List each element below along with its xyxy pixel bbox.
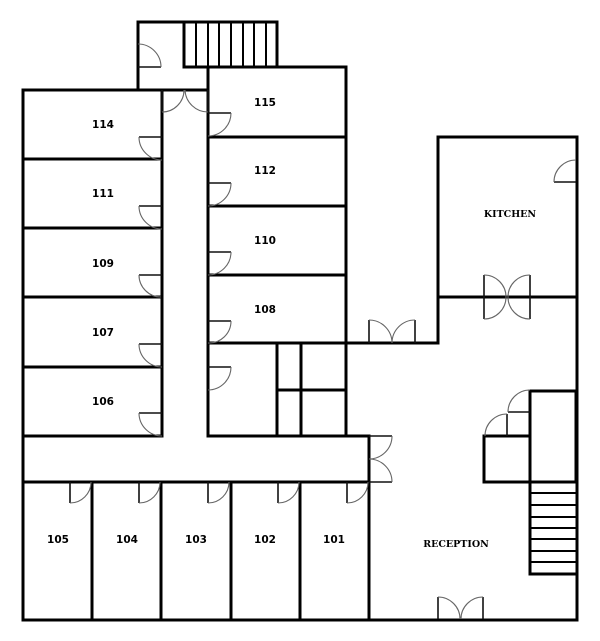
door-room-105 bbox=[69, 481, 92, 504]
room-label-103: 103 bbox=[185, 534, 207, 546]
room-label-109: 109 bbox=[92, 258, 114, 270]
doors bbox=[69, 43, 577, 620]
room-label-106: 106 bbox=[92, 396, 114, 408]
staircase-east-edge bbox=[528, 480, 578, 576]
east-rooms-outer-wall bbox=[182, 65, 348, 438]
room-labels: 114 111 109 107 106 115 112 110 108 105 … bbox=[47, 97, 536, 550]
room-label-107: 107 bbox=[92, 327, 114, 339]
room-label-104: 104 bbox=[116, 534, 138, 546]
door-room-108 bbox=[207, 320, 232, 344]
door-corridor-north bbox=[161, 89, 209, 113]
room-label-reception: RECEPTION bbox=[423, 539, 489, 550]
room-label-112: 112 bbox=[254, 165, 276, 177]
door-main-entrance bbox=[437, 596, 484, 620]
room-label-110: 110 bbox=[254, 235, 276, 247]
door-room-107 bbox=[138, 343, 163, 368]
room-label-115: 115 bbox=[254, 97, 276, 109]
room-label-114: 114 bbox=[92, 119, 114, 131]
door-room-102 bbox=[277, 481, 300, 504]
door-reception-north bbox=[368, 319, 416, 344]
door-room-115 bbox=[207, 112, 232, 137]
door-kitchen-swing bbox=[483, 274, 531, 320]
door-room-101 bbox=[346, 481, 369, 504]
room-label-101: 101 bbox=[323, 534, 345, 546]
door-room-111 bbox=[138, 205, 163, 230]
door-corridor-east bbox=[368, 435, 393, 483]
walls bbox=[21, 20, 579, 622]
door-room-110 bbox=[207, 251, 232, 276]
door-closet-large bbox=[507, 389, 531, 413]
door-room-109 bbox=[138, 274, 162, 298]
door-room-114 bbox=[138, 136, 163, 161]
door-vestibule bbox=[137, 43, 162, 68]
room-label-108: 108 bbox=[254, 304, 276, 316]
room-label-102: 102 bbox=[254, 534, 276, 546]
door-room-103 bbox=[207, 481, 230, 504]
door-room-106 bbox=[138, 412, 163, 437]
room-label-105: 105 bbox=[47, 534, 69, 546]
room-label-111: 111 bbox=[92, 188, 114, 200]
door-room-112 bbox=[207, 182, 232, 207]
stair-tread bbox=[530, 492, 576, 563]
door-utility-room bbox=[207, 366, 232, 391]
door-room-104 bbox=[138, 481, 161, 504]
kitchen-west-wall bbox=[436, 135, 579, 622]
stair-tread bbox=[195, 22, 267, 67]
staircase-north bbox=[182, 20, 267, 69]
room-label-kitchen: KITCHEN bbox=[484, 209, 537, 220]
door-kitchen-east bbox=[553, 159, 577, 183]
staircase-east bbox=[528, 480, 578, 576]
door-closet-small bbox=[484, 413, 508, 437]
